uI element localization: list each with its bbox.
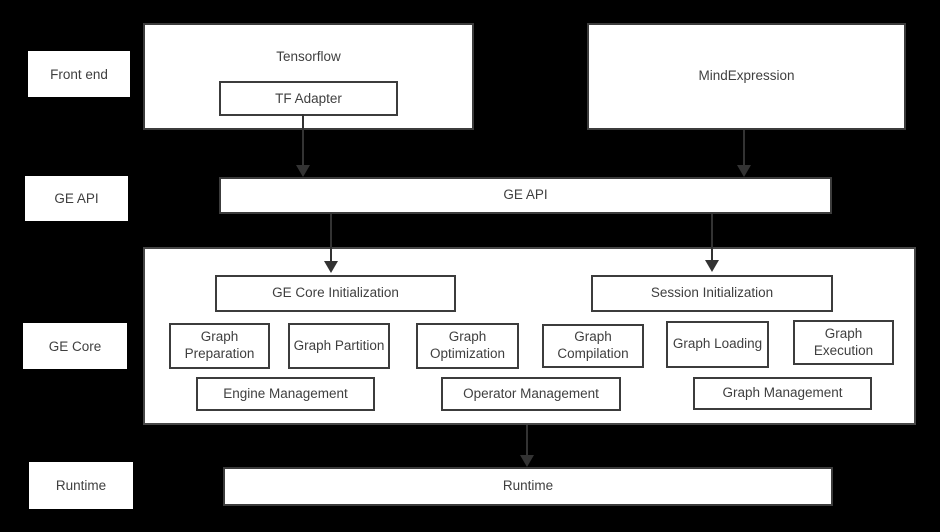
graph-preparation-box: Graph Preparation [169,323,270,369]
arrow-shaft [711,214,713,262]
arrow-head-icon [705,260,719,272]
arrow-mindexpression-to-ge-api [737,130,751,177]
arrow-tf-adapter-to-ge-api [296,114,310,177]
arrow-head-icon [324,261,338,273]
runtime-bar: Runtime [223,467,833,506]
arrow-shaft [526,425,528,457]
tf-adapter-box: TF Adapter [219,81,398,116]
graph-management-box: Graph Management [693,377,872,410]
mindexpression-box: MindExpression [587,23,906,130]
arrow-shaft [743,130,745,167]
arrow-shaft [302,114,304,167]
side-label-ge-core: GE Core [23,323,127,369]
graph-loading-box: Graph Loading [666,321,769,368]
ge-api-bar: GE API [219,177,832,214]
arrow-shaft [330,214,332,263]
engine-management-box: Engine Management [196,377,375,411]
graph-optimization-box: Graph Optimization [416,323,519,369]
side-label-front-end: Front end [28,51,130,97]
session-initialization-box: Session Initialization [591,275,833,312]
graph-compilation-box: Graph Compilation [542,324,644,368]
ge-core-container: GE Core Initialization Session Initializ… [143,247,916,425]
graph-partition-box: Graph Partition [288,323,390,369]
arrow-head-icon [737,165,751,177]
tensorflow-label: Tensorflow [276,49,341,64]
operator-management-box: Operator Management [441,377,621,411]
arrow-head-icon [520,455,534,467]
side-label-ge-api: GE API [25,176,128,221]
tensorflow-box: Tensorflow TF Adapter [143,23,474,130]
ge-core-initialization-box: GE Core Initialization [215,275,456,312]
arrow-ge-api-to-session-initialization [705,214,719,272]
side-label-runtime: Runtime [29,462,133,509]
arrow-ge-core-to-runtime [520,425,534,467]
arrow-head-icon [296,165,310,177]
arrow-ge-api-to-ge-core-initialization [324,214,338,273]
graph-execution-box: Graph Execution [793,320,894,365]
